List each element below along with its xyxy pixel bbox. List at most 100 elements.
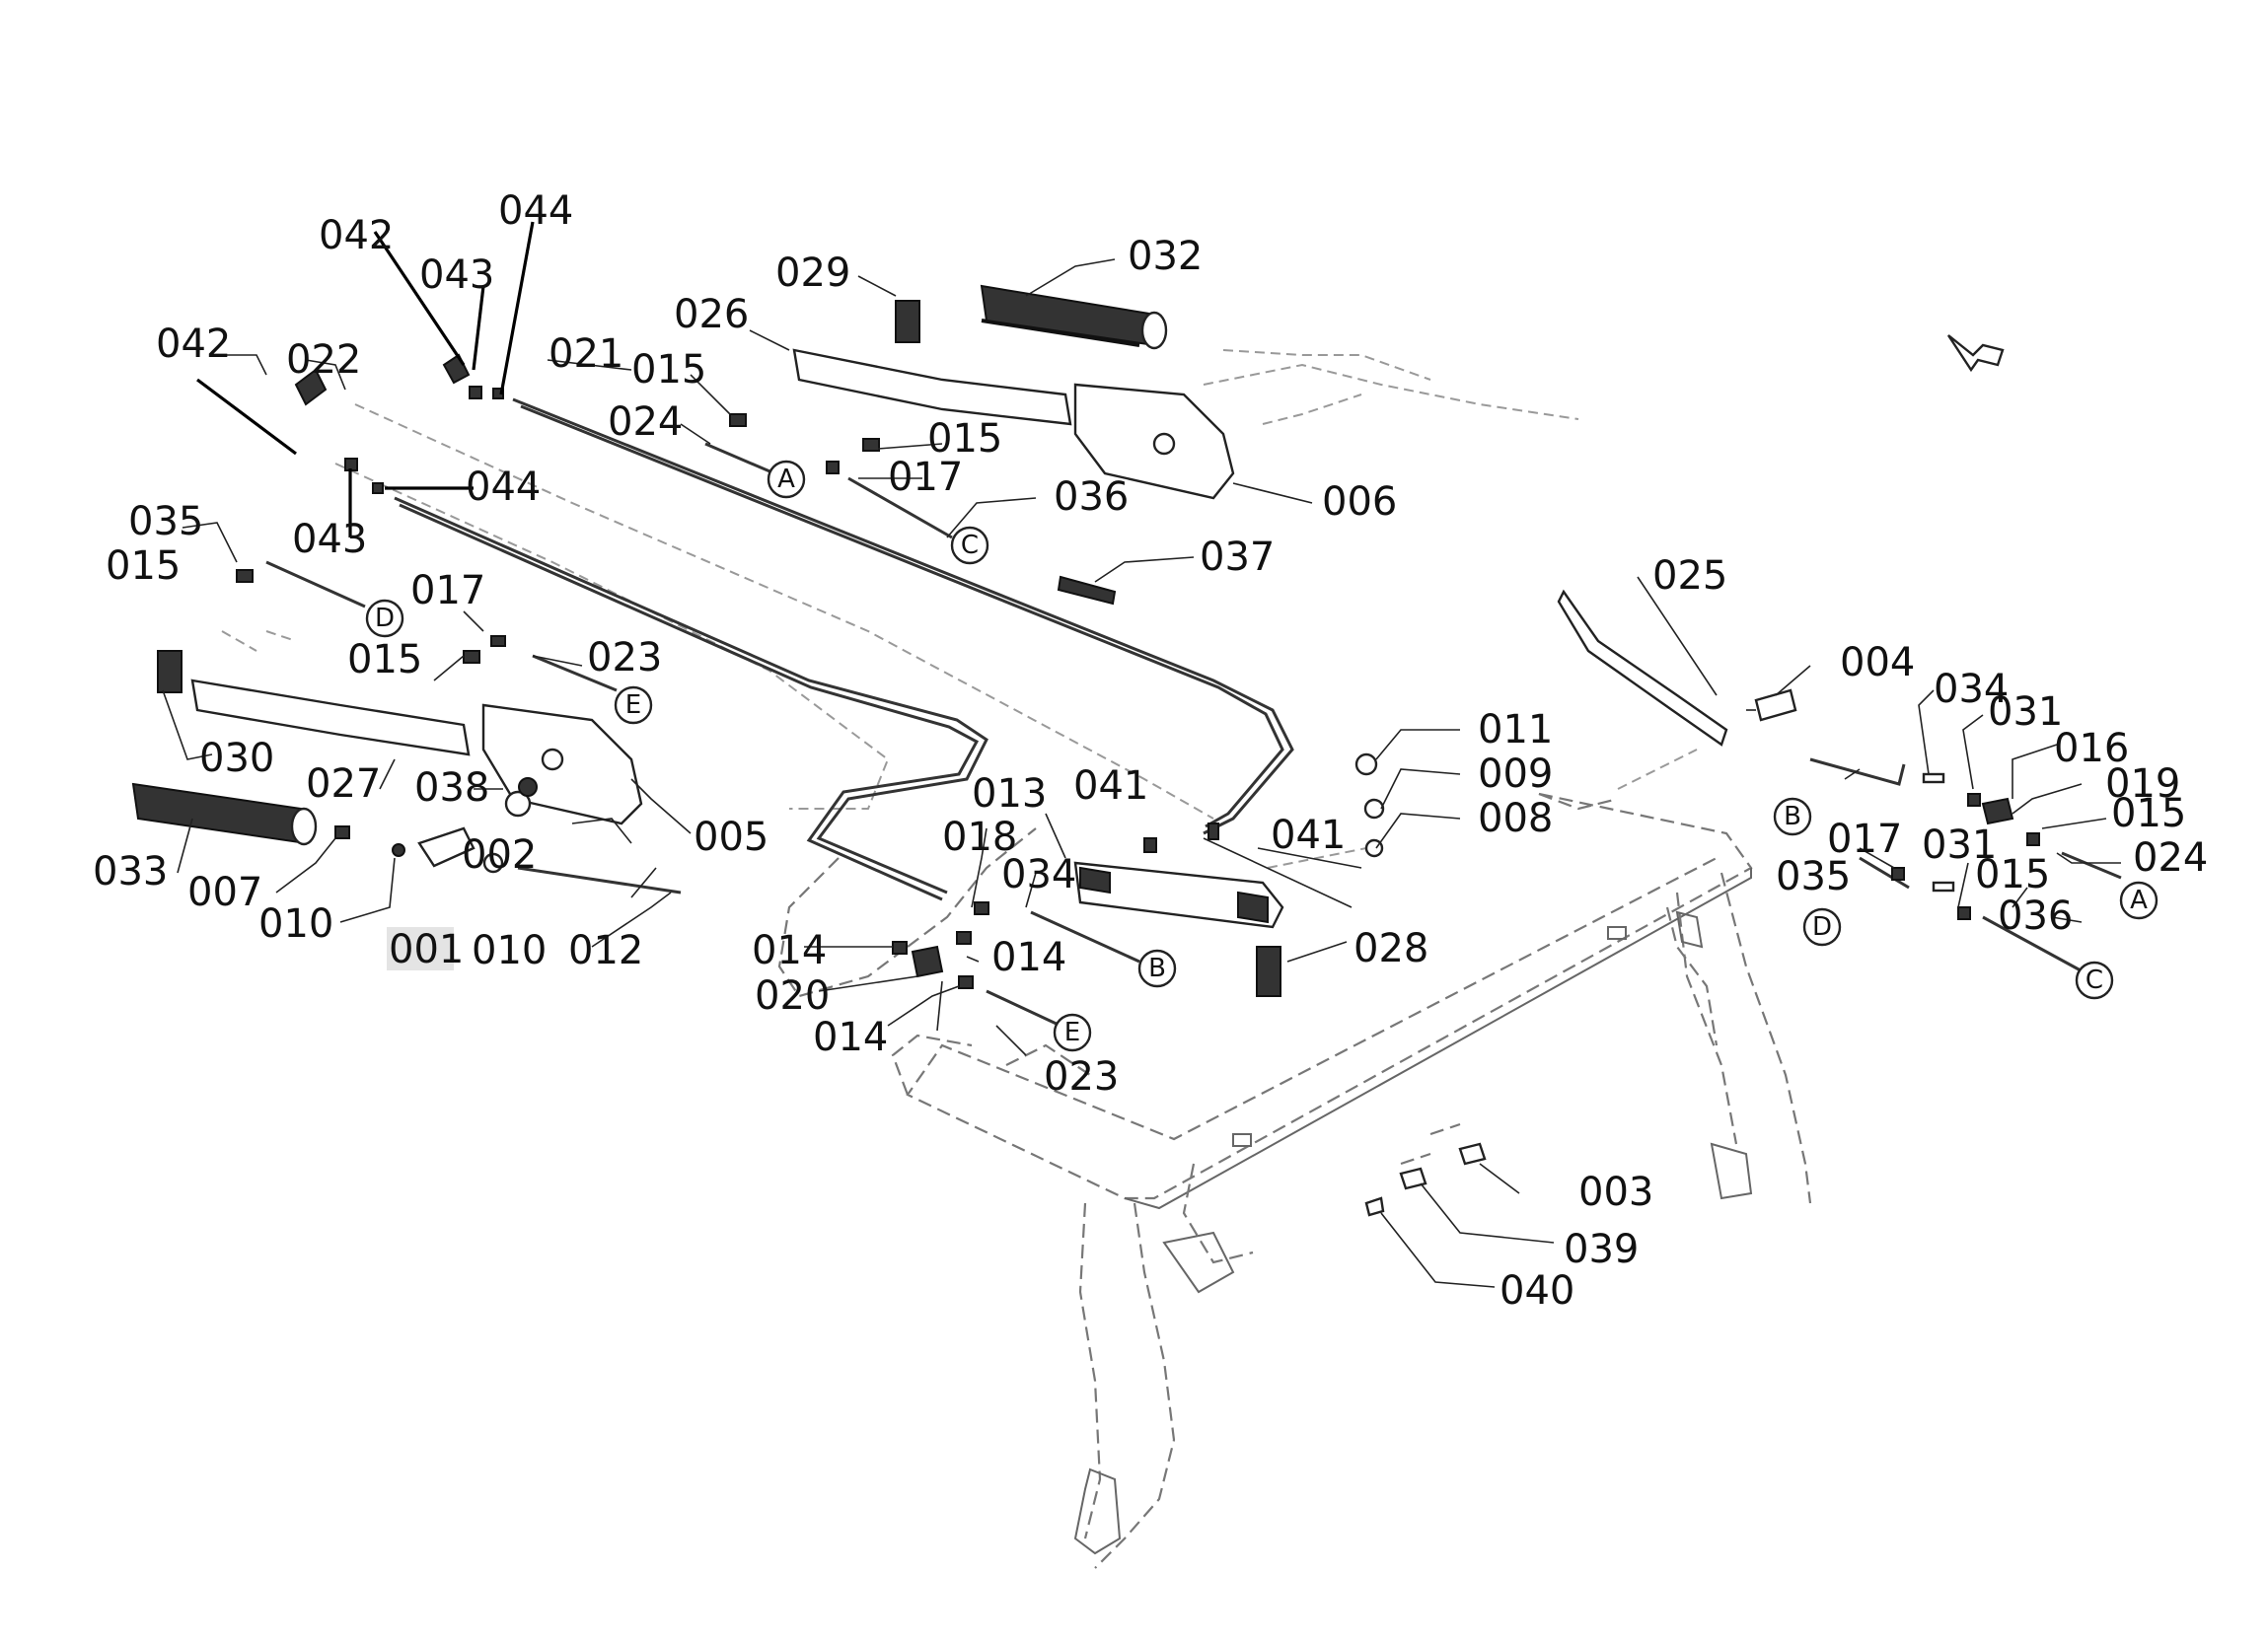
machine-frame xyxy=(777,792,1812,1569)
label-001-highlight xyxy=(387,927,454,970)
part-label-035-a: 035 xyxy=(128,499,203,544)
connector-label: D xyxy=(1812,912,1832,942)
part-label-034-b: 034 xyxy=(1934,667,2009,712)
part-label-037: 037 xyxy=(1200,535,1275,580)
part-label-034-a: 034 xyxy=(1001,852,1076,897)
part-label-004: 004 xyxy=(1840,640,1915,685)
part-label-020: 020 xyxy=(755,973,830,1019)
fittings xyxy=(236,353,2040,989)
routing-ghost-lines xyxy=(221,349,1698,869)
connector-label: B xyxy=(1784,802,1801,831)
part-label-031-b: 031 xyxy=(1922,823,1997,868)
hydraulic-pipes xyxy=(394,397,1294,901)
part-label-023-b: 023 xyxy=(1044,1054,1119,1100)
part-label-019: 019 xyxy=(2105,761,2180,807)
connector-d-1: D xyxy=(365,599,404,638)
leader-lines xyxy=(162,221,2121,1288)
connector-label: B xyxy=(1148,954,1166,983)
part-label-029: 029 xyxy=(775,250,850,296)
part-label-012: 012 xyxy=(568,928,643,973)
coil-spring-icon xyxy=(980,284,1168,350)
part-label-007: 007 xyxy=(187,870,262,915)
part-label-044-b: 044 xyxy=(466,465,541,510)
part-label-003: 003 xyxy=(1578,1170,1653,1215)
connector-d-2: D xyxy=(1802,907,1842,947)
part-label-015-e: 015 xyxy=(2111,791,2186,836)
part-label-014-b: 014 xyxy=(991,935,1066,980)
connector-label: E xyxy=(1064,1018,1080,1047)
part-label-001: 001 xyxy=(389,927,464,972)
part-labels: 001 002 003 004 005 006 007 008 009 010 … xyxy=(93,188,2208,1314)
connector-label: C xyxy=(961,531,979,560)
part-label-015-f: 015 xyxy=(1975,852,2050,897)
part-label-033: 033 xyxy=(93,849,168,895)
clip-003 xyxy=(1458,1142,1487,1166)
part-label-021: 021 xyxy=(549,331,623,377)
bolt-001 xyxy=(417,826,476,868)
part-label-016: 016 xyxy=(2054,726,2129,771)
part-label-010-left: 010 xyxy=(258,901,333,947)
part-label-043-a: 043 xyxy=(419,252,494,298)
part-label-035-b: 035 xyxy=(1776,854,1851,899)
part-label-030: 030 xyxy=(199,736,274,781)
connector-b-2: B xyxy=(1773,797,1812,836)
part-label-011: 011 xyxy=(1478,707,1553,752)
part-label-036-b: 036 xyxy=(1998,894,2073,939)
decal-plate-icon xyxy=(895,300,920,343)
part-label-042-a: 042 xyxy=(319,213,394,258)
part-label-017-b: 017 xyxy=(410,568,485,613)
connector-c-1: C xyxy=(950,526,989,565)
damper-027 xyxy=(190,679,471,756)
part-label-008: 008 xyxy=(1478,796,1553,841)
part-label-041-a: 041 xyxy=(1073,763,1148,809)
connector-label: A xyxy=(777,465,795,494)
part-label-039: 039 xyxy=(1564,1227,1639,1272)
part-label-022: 022 xyxy=(286,337,361,383)
connector-a-1: A xyxy=(767,460,806,499)
connector-a-2: A xyxy=(2119,881,2158,920)
part-label-031-a: 031 xyxy=(1988,689,2063,735)
decal-plate-icon xyxy=(157,650,183,693)
damper-026 xyxy=(792,348,1072,426)
part-label-018: 018 xyxy=(942,815,1017,860)
clip-040 xyxy=(1364,1196,1385,1217)
connector-e-2: E xyxy=(1053,1013,1092,1052)
part-label-042-b: 042 xyxy=(156,322,231,367)
part-label-032: 032 xyxy=(1128,234,1203,279)
part-label-013: 013 xyxy=(972,771,1047,817)
part-label-040: 040 xyxy=(1500,1268,1574,1314)
part-label-005: 005 xyxy=(694,815,768,860)
part-label-038: 038 xyxy=(414,765,489,811)
connector-label: A xyxy=(2130,886,2148,915)
part-label-026: 026 xyxy=(674,292,749,337)
direction-arrow-icon xyxy=(1946,334,2005,373)
part-label-014-a: 014 xyxy=(752,928,827,973)
small-spring-037 xyxy=(1057,575,1117,606)
part-label-010-right: 010 xyxy=(472,928,547,973)
part-label-044-a: 044 xyxy=(498,188,573,234)
part-label-023-a: 023 xyxy=(587,635,662,680)
connector-b-1: B xyxy=(1137,949,1177,988)
connector-c-2: C xyxy=(2075,961,2114,1000)
part-label-028: 028 xyxy=(1353,926,1428,971)
part-label-043-b: 043 xyxy=(292,517,367,562)
part-label-015-b: 015 xyxy=(927,416,1002,462)
coil-spring-icon xyxy=(131,782,318,846)
decal-plate-icon xyxy=(1256,946,1281,997)
link-rod-025 xyxy=(1557,589,1728,747)
part-label-036-a: 036 xyxy=(1054,474,1129,520)
part-label-024-a: 024 xyxy=(608,399,683,445)
part-label-017-c: 017 xyxy=(1827,817,1902,862)
connector-label: C xyxy=(2085,966,2103,995)
part-label-002: 002 xyxy=(462,832,537,878)
part-label-015-c: 015 xyxy=(106,543,181,589)
rod-012 xyxy=(517,866,682,895)
part-label-024-b: 024 xyxy=(2133,835,2208,881)
clip-039 xyxy=(1399,1167,1427,1190)
pin-004 xyxy=(1754,688,1797,722)
part-label-027: 027 xyxy=(306,761,381,807)
connector-e-1: E xyxy=(614,685,653,725)
part-label-017-a: 017 xyxy=(888,455,963,500)
part-label-015-a: 015 xyxy=(631,347,706,393)
